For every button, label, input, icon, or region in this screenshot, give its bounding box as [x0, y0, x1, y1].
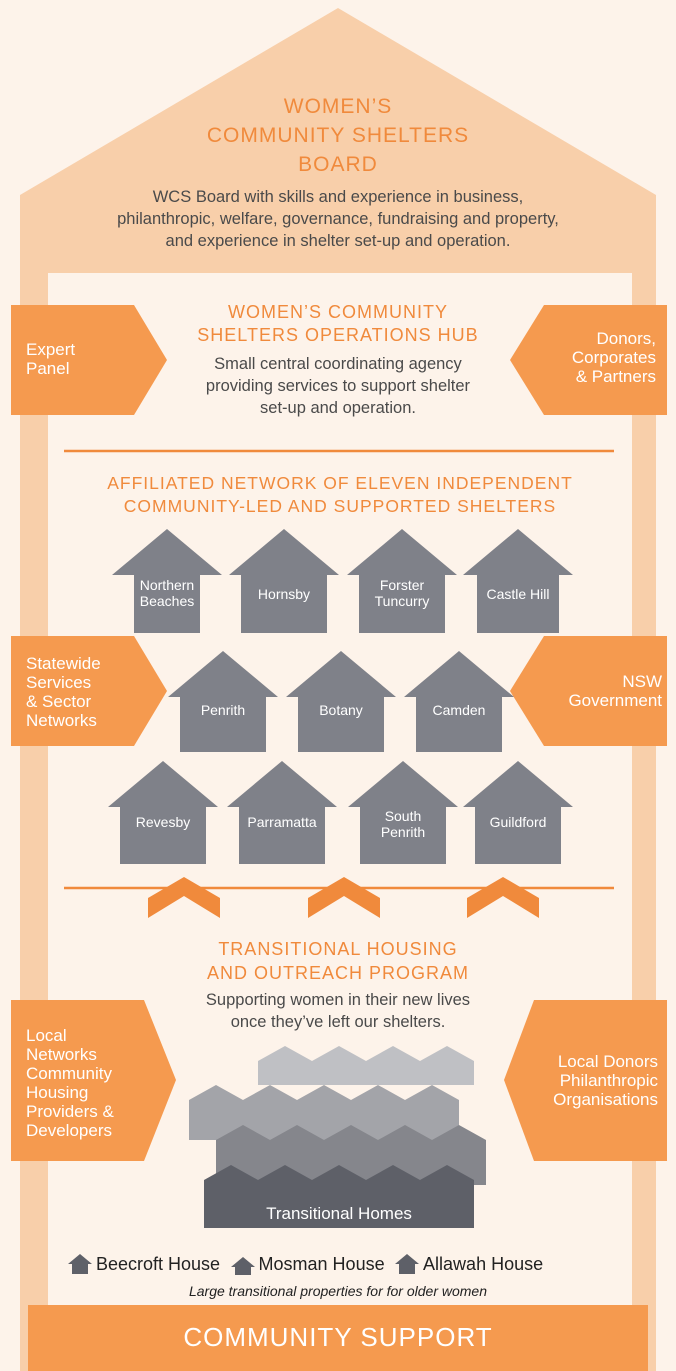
transitional-title: TRANSITIONAL HOUSING AND OUTREACH PROGRA…	[206, 939, 469, 983]
legend-item-beecroft: Beecroft House	[68, 1253, 220, 1275]
shelter-guildford: Guildford	[489, 814, 547, 830]
board-description: WCS Board with skills and experience in …	[117, 188, 559, 250]
legend-label: Allawah House	[423, 1253, 544, 1274]
footer-title: COMMUNITY SUPPORT	[183, 1322, 493, 1352]
network-title: AFFILIATED NETWORK OF ELEVEN INDEPENDENT…	[107, 473, 573, 516]
shelter-camden: Camden	[432, 702, 486, 718]
legend-label: Beecroft House	[96, 1253, 221, 1274]
shelter-botany: Botany	[319, 702, 363, 718]
hub-description: Small central coordinating agency provid…	[205, 355, 471, 417]
banner-donors	[510, 305, 667, 415]
board-title: WOMEN’S COMMUNITY SHELTERS BOARD	[206, 95, 470, 176]
transitional-description: Supporting women in their new lives once…	[205, 991, 471, 1031]
chevron-up-icon	[148, 877, 220, 918]
footer-bar	[28, 1305, 648, 1371]
transitional-homes-label: Transitional Homes	[266, 1204, 412, 1223]
hub-title: WOMEN’S COMMUNITY SHELTERS OPERATIONS HU…	[197, 302, 479, 345]
banner-nsw	[510, 636, 667, 746]
legend-note: Large transitional properties for for ol…	[188, 1283, 488, 1299]
shelter-penrith: Penrith	[200, 702, 246, 718]
legend: Beecroft House Mosman House Allawah Hous…	[68, 1253, 628, 1280]
chevron-up-icon	[308, 877, 380, 918]
legend-item-mosman: Mosman House	[230, 1253, 385, 1275]
shelter-castle-hill: Castle Hill	[486, 586, 550, 602]
label-donors: Donors,Corporates& Partners	[571, 329, 656, 386]
legend-item-allawah: Allawah House	[395, 1253, 543, 1275]
shelter-hornsby: Hornsby	[257, 586, 311, 602]
shelter-revesby: Revesby	[135, 814, 191, 830]
house-icon	[395, 1254, 420, 1274]
banner-local-networks	[11, 1000, 176, 1161]
shelter-parramatta: Parramatta	[247, 814, 317, 830]
banner-expert-panel	[11, 305, 167, 415]
chevron-up-icon	[467, 877, 539, 918]
banner-local-donors	[504, 1000, 667, 1161]
house-icon	[68, 1254, 92, 1274]
banner-statewide	[11, 636, 167, 746]
house-icon	[230, 1257, 255, 1275]
legend-label: Mosman House	[258, 1253, 385, 1274]
